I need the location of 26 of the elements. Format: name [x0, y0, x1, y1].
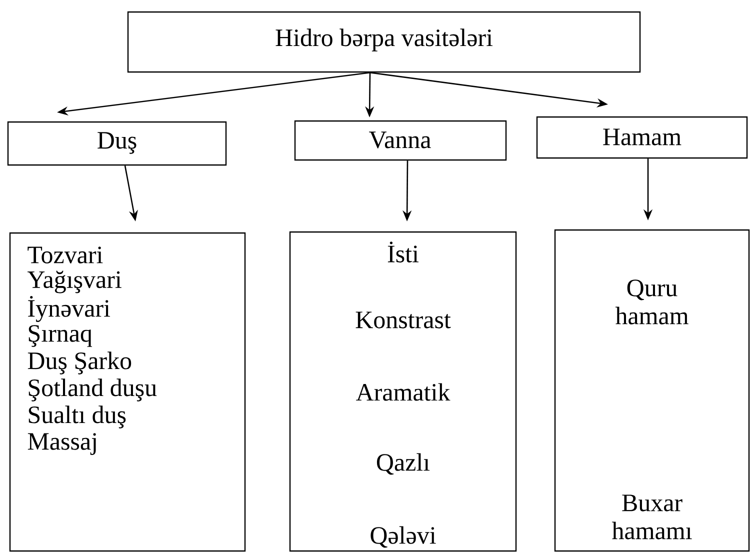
category-box: [7, 121, 227, 166]
category-text: Hamam: [603, 128, 682, 146]
list-box: [554, 229, 750, 552]
list-box: [289, 231, 517, 552]
list-item: Şırnaq: [28, 325, 92, 347]
category-text: Duş: [98, 132, 136, 154]
category-box: [536, 116, 748, 159]
list-item: Aramatik: [356, 383, 450, 401]
category-text: Vanna: [369, 132, 431, 148]
list-item: Konstrast: [356, 312, 451, 328]
list-item: Massaj: [28, 433, 96, 455]
list-item: Sualtı duş: [28, 406, 126, 428]
list-item: Yağışvari: [27, 270, 122, 294]
list-item: Şotland duşu: [28, 378, 157, 402]
list-item: Duş Şarko: [28, 352, 132, 374]
list-box: [9, 232, 246, 552]
list-item: İsti: [388, 242, 418, 262]
list-item: Tozvari: [28, 246, 103, 264]
list-item: Qələvi: [370, 526, 436, 548]
list-item: Buxar hamamı: [612, 494, 692, 540]
list-item: Qazlı: [376, 453, 430, 475]
category-box: [294, 120, 507, 161]
title-box: [127, 11, 641, 73]
list-item: Quru hamam: [615, 280, 688, 324]
title-text: Hidro bərpa vasitələri: [276, 28, 493, 52]
list-item: İynəvari: [28, 296, 110, 322]
